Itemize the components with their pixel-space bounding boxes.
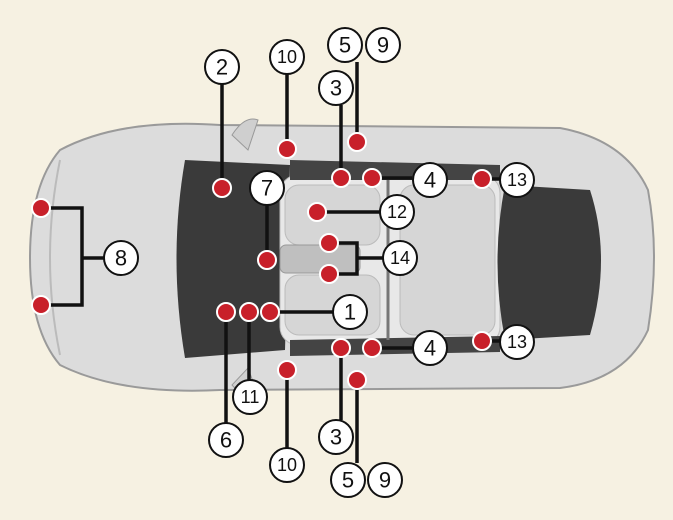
marker-3-bottom [331,338,351,358]
callout-11: 11 [232,379,268,415]
callout-label: 11 [241,387,260,407]
marker-12 [307,202,327,222]
callout-10-bottom: 10 [269,447,305,483]
callout-label: 13 [507,170,527,190]
marker-4-top [362,168,382,188]
marker-13-top [472,169,492,189]
marker-4-bottom [362,338,382,358]
callout-13-bottom: 13 [499,324,535,360]
marker-11 [239,302,259,322]
callout-12: 12 [379,194,415,230]
callout-label: 1 [344,300,356,325]
marker-2 [212,178,232,198]
callout-1: 1 [332,294,368,330]
callout-9-bottom: 9 [367,462,403,498]
rear-window [497,185,601,340]
marker-6 [216,302,236,322]
callout-label: 5 [339,33,351,58]
marker-13-bottom [472,331,492,351]
location-markers [31,132,492,390]
callout-label: 12 [387,202,407,222]
marker-1 [260,302,280,322]
marker-5-9-bottom [347,370,367,390]
callout-6: 6 [208,422,244,458]
marker-10-bottom [277,360,297,380]
callout-label: 3 [330,76,342,101]
callout-5-top: 5 [327,27,363,63]
marker-7 [257,250,277,270]
callout-9-top: 9 [365,27,401,63]
callout-10-top: 10 [269,39,305,75]
callout-label: 13 [507,332,527,352]
callout-label: 4 [424,168,436,193]
callout-label: 9 [379,468,391,493]
callout-4-bottom: 4 [412,330,448,366]
callout-label: 2 [216,55,228,80]
callout-2: 2 [204,49,240,85]
marker-5-9-top [347,132,367,152]
callout-7: 7 [249,170,285,206]
callout-5-bottom: 5 [330,462,366,498]
callout-label: 10 [277,455,297,475]
callout-8: 8 [103,240,139,276]
callout-3-top: 3 [318,70,354,106]
callout-13-top: 13 [499,162,535,198]
marker-10-top [277,139,297,159]
callout-label: 8 [115,246,127,271]
callout-label: 3 [330,425,342,450]
callout-4-top: 4 [412,162,448,198]
callout-label: 6 [220,428,232,453]
marker-14-bottom [319,264,339,284]
callout-14: 14 [382,240,418,276]
marker-8-top [31,198,51,218]
callout-label: 4 [424,336,436,361]
callout-label: 5 [342,468,354,493]
callout-label: 14 [390,248,410,268]
callout-3-bottom: 3 [318,419,354,455]
callout-label: 7 [261,176,273,201]
car-body [28,118,655,397]
marker-8-bottom [31,295,51,315]
marker-3-top [331,168,351,188]
marker-14-top [319,233,339,253]
callout-label: 9 [377,33,389,58]
callout-label: 10 [277,47,297,67]
